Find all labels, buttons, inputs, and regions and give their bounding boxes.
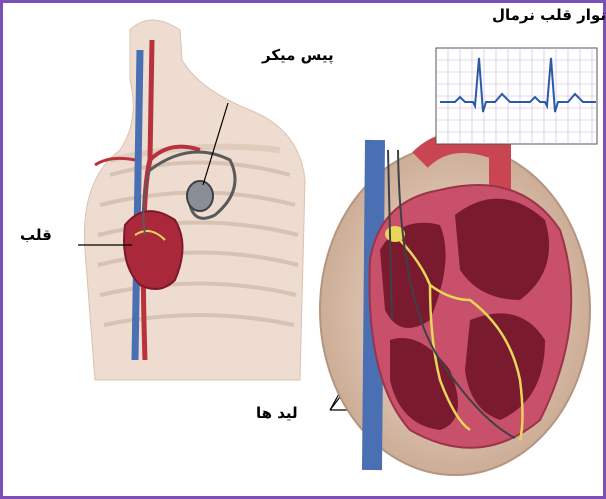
small-heart	[124, 211, 183, 289]
ecg-inset	[436, 48, 597, 144]
heart-cross-section	[320, 140, 590, 475]
leads-label: لید ها	[256, 404, 298, 422]
ecg-title: نوار قلب نرمال	[492, 6, 606, 24]
heart-label: قلب	[20, 226, 52, 244]
pacemaker-label: پیس میکر	[262, 46, 334, 64]
